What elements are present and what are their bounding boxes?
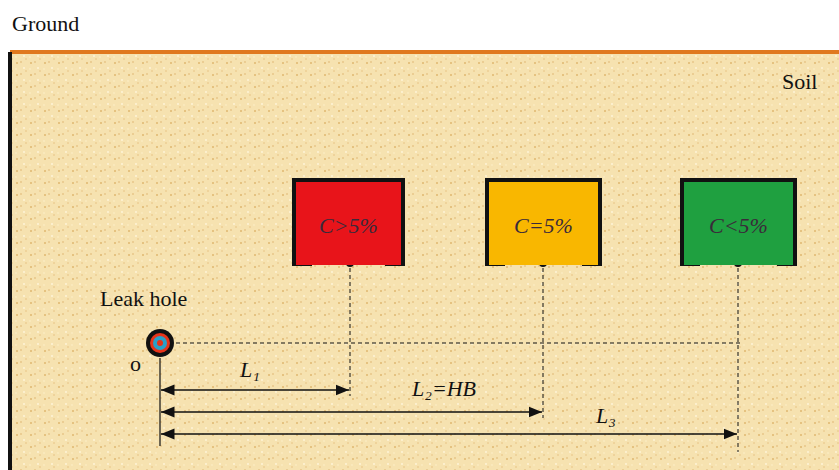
dashed-guides [176, 268, 740, 452]
dimension-label: L₂=HB [412, 377, 476, 401]
ground-label: Ground [12, 12, 79, 36]
soil-label: Soil [782, 70, 817, 94]
leak-hole-symbol [146, 329, 174, 357]
concentration-text: C>5% [319, 214, 378, 238]
origin-label: o [130, 352, 141, 376]
soil-area [10, 52, 839, 470]
dimension-label: L₁ [240, 358, 260, 382]
concentration-text: C<5% [709, 214, 768, 238]
leak-hole-label: Leak hole [100, 287, 187, 311]
concentration-text: C=5% [514, 214, 573, 238]
monitor-box: C>5% [292, 178, 405, 265]
dimension-label: L₃ [596, 404, 616, 428]
origin-line [159, 358, 160, 446]
sky [0, 0, 839, 52]
monitor-box: C<5% [680, 178, 797, 265]
soil-border [8, 52, 12, 470]
ground-line [10, 50, 839, 54]
monitor-box: C=5% [485, 178, 602, 265]
